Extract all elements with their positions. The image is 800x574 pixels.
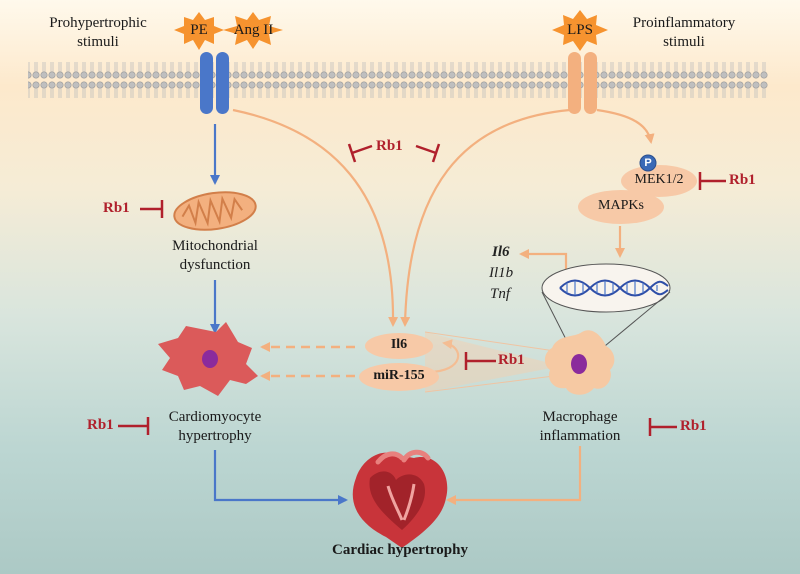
mapks-ellipse bbox=[578, 190, 664, 224]
gene-il6: Il6 bbox=[492, 244, 510, 260]
mek-label: MEK1/2 bbox=[634, 172, 684, 187]
rb1-label-macrophage: Rb1 bbox=[680, 418, 707, 434]
arrow-receptor-to-il6 bbox=[232, 108, 399, 327]
arrow-cardiomyocyte-to-heart bbox=[213, 450, 348, 505]
mir155-label: miR-155 bbox=[373, 368, 425, 383]
phospho-label: P bbox=[644, 157, 652, 169]
pe-label: PE bbox=[190, 22, 208, 38]
arrow-lps-to-mek bbox=[596, 108, 655, 144]
lps-label: LPS bbox=[567, 22, 593, 38]
lps-starburst bbox=[552, 10, 608, 51]
il6-protein-label: Il6 bbox=[390, 337, 408, 352]
cell-membrane bbox=[28, 58, 768, 98]
nucleus-zoom-ellipse bbox=[541, 263, 671, 313]
dna-helix bbox=[559, 279, 669, 297]
rb1-label-mito: Rb1 bbox=[103, 200, 130, 216]
cardiomyocyte-nucleus bbox=[202, 350, 218, 368]
macrophage-nucleus bbox=[571, 354, 587, 374]
mek-ellipse bbox=[621, 165, 697, 197]
loop-il6-mir155 bbox=[427, 339, 460, 374]
inhibit-bar-mito bbox=[140, 200, 164, 218]
inhibit-bar-cardiomyocyte bbox=[118, 417, 150, 435]
gpcr-receptor bbox=[200, 52, 229, 114]
arrow-lps-to-il6 bbox=[400, 108, 571, 327]
mapks-label: MAPKs bbox=[598, 198, 644, 213]
phospho-circle bbox=[639, 154, 657, 172]
rb1-label-il6: Rb1 bbox=[498, 352, 525, 368]
inhibit-bar-il6-mir155 bbox=[464, 352, 496, 370]
ang-ii-starburst bbox=[223, 12, 283, 49]
tlr4-receptor bbox=[568, 52, 597, 114]
rb1-label-top: Rb1 bbox=[376, 138, 403, 154]
gene-tnf: Tnf bbox=[490, 286, 511, 302]
mir155-ellipse bbox=[359, 363, 439, 391]
gene-il1b: Il1b bbox=[489, 265, 514, 281]
rb1-label-mek: Rb1 bbox=[729, 172, 756, 188]
rb1-label-cardiomyocyte: Rb1 bbox=[87, 417, 114, 433]
pe-starburst bbox=[174, 12, 224, 50]
inhibit-bar-macrophage bbox=[648, 418, 677, 436]
heart-illustration bbox=[352, 449, 448, 548]
inhibit-bar-right-pathway bbox=[415, 143, 441, 163]
ang-ii-label: Ang II bbox=[233, 22, 274, 38]
cardiac-hypertrophy-label: Cardiac hypertrophy bbox=[332, 542, 468, 558]
mitochondrion bbox=[173, 191, 257, 231]
il6-protein-ellipse bbox=[365, 333, 433, 359]
arrow-dna-to-il6-gene bbox=[519, 249, 568, 276]
inhibit-bar-mek bbox=[698, 172, 726, 190]
inhibit-bar-left-pathway bbox=[347, 143, 373, 163]
arrow-macrophage-to-heart bbox=[446, 446, 582, 505]
